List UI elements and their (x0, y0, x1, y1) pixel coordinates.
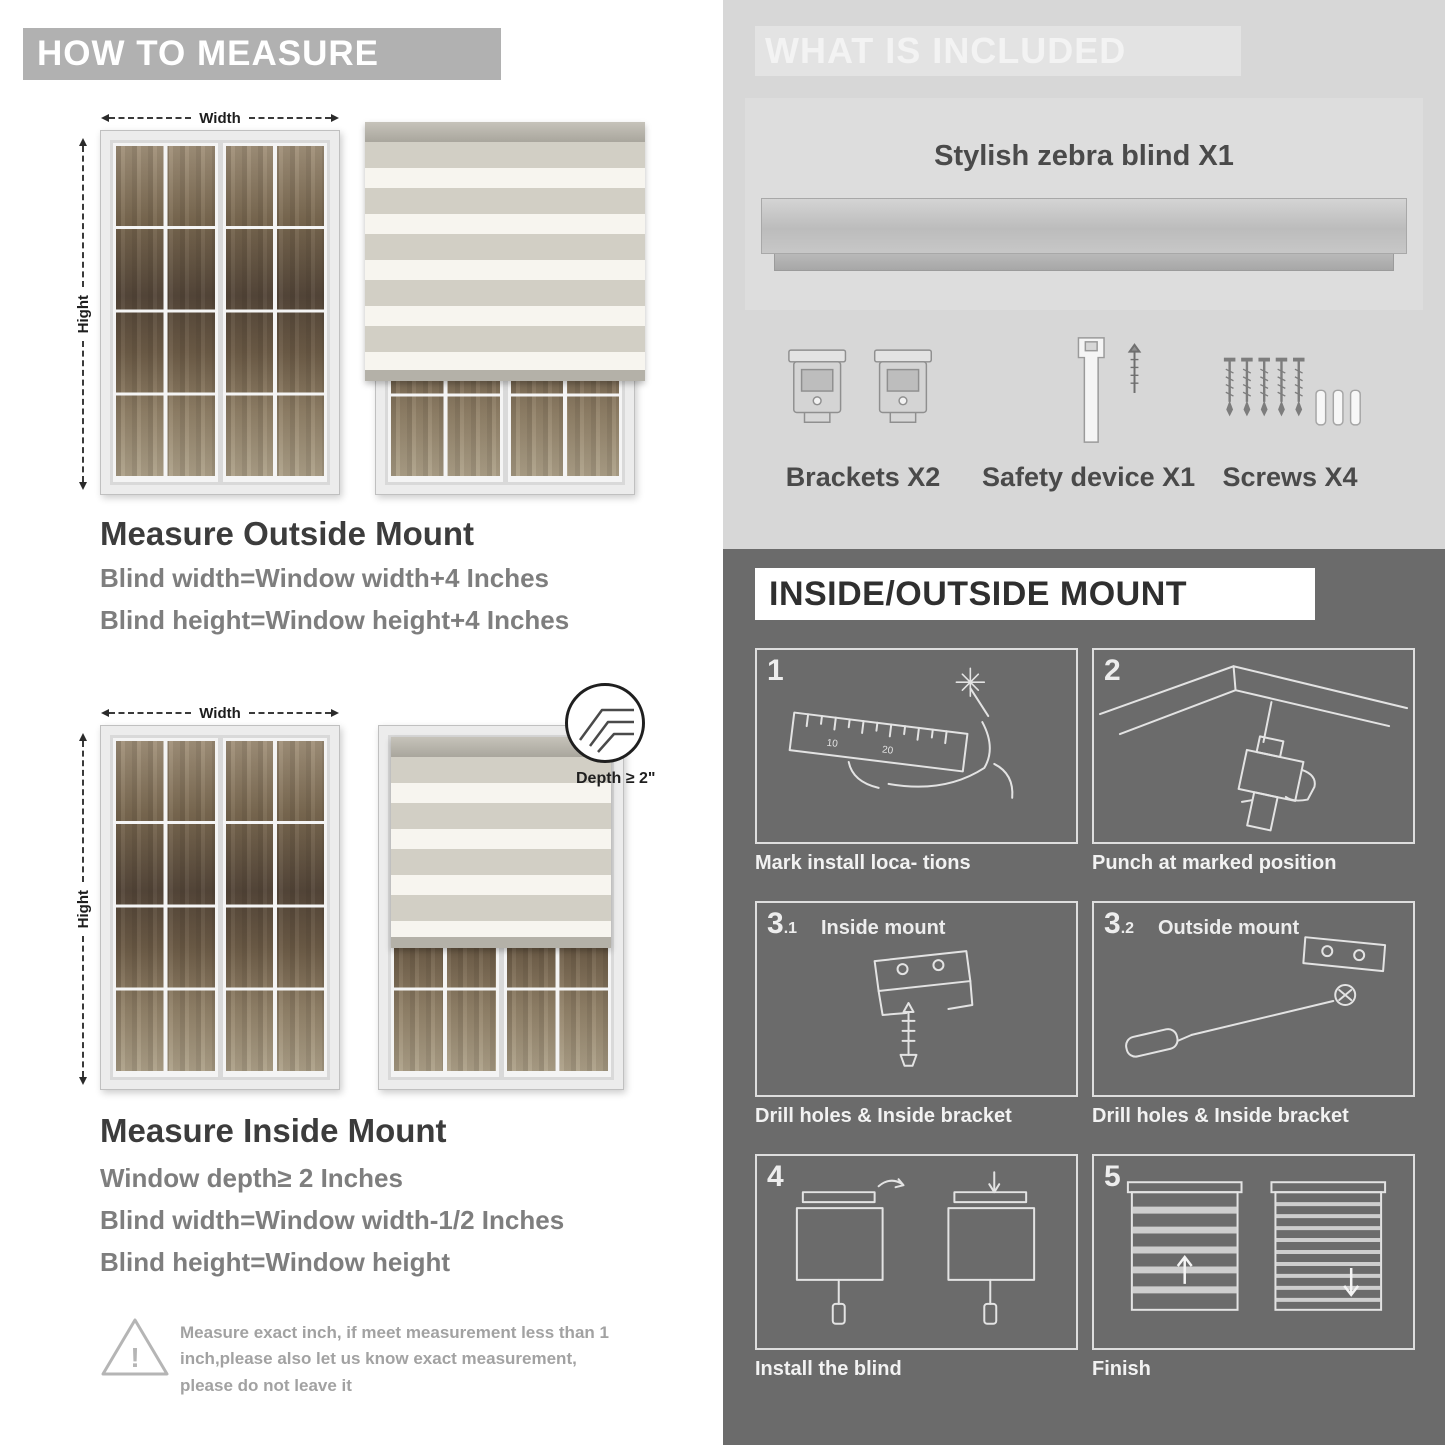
brackets-icon (785, 342, 941, 444)
inside-outside-mount-banner: INSIDE/OUTSIDE MOUNT (755, 568, 1315, 620)
step-outside-mount: 3.2 Outside mount (1092, 901, 1415, 1128)
arrow-left-icon (101, 114, 109, 122)
step-caption: Punch at marked position (1092, 852, 1337, 874)
step-caption: Drill holes & Inside bracket (1092, 1105, 1349, 1127)
depth-zoom-circle-icon (565, 683, 645, 763)
window-sash (222, 143, 327, 482)
blind-headrail (365, 122, 645, 142)
step-number: 4 (767, 1160, 784, 1193)
how-to-measure-banner: HOW TO MEASURE (23, 28, 501, 80)
zebra-blind-illustration (391, 737, 611, 948)
step-title: Inside mount (821, 917, 946, 939)
step-panel: 4 (755, 1154, 1078, 1350)
window-sash (113, 143, 218, 482)
arrow-right-icon (331, 709, 340, 717)
step-mark-locations: 1 10 20 (755, 648, 1078, 875)
height-label: Hight (74, 294, 92, 334)
step-caption: Mark install loca- tions (755, 852, 971, 874)
step-number: 1 (767, 654, 784, 687)
blind-fabric (391, 757, 611, 937)
outside-rule-width: Blind width=Window width+4 Inches (100, 563, 549, 593)
what-is-included-section: WHAT IS INCLUDED Stylish zebra blind X1 (723, 0, 1445, 549)
safety-device-label: Safety device X1 (982, 462, 1196, 492)
step-panel: 3.1 Inside mount (755, 901, 1078, 1097)
blind-bottom-rail (391, 937, 611, 948)
step-number: 2 (1104, 654, 1121, 687)
width-measure-arrow: Width (101, 704, 340, 722)
outside-bracket-illustration (1125, 936, 1387, 1058)
svg-text:!: ! (130, 1342, 139, 1373)
step-panel: 2 (1092, 648, 1415, 844)
width-label: Width (199, 704, 241, 722)
step-title: Outside mount (1158, 917, 1300, 939)
svg-text:20: 20 (881, 744, 894, 756)
step-finish: 5 Finish (1092, 1154, 1415, 1381)
step-install-blind: 4 (755, 1154, 1078, 1381)
width-label: Width (199, 109, 241, 127)
step-caption: Drill holes & Inside bracket (755, 1105, 1012, 1127)
inside-rule-height: Blind height=Window height (100, 1247, 450, 1277)
step-number: 3 (1104, 907, 1121, 940)
inside-mount-illustration (378, 725, 624, 1090)
finish-illustration (1126, 1181, 1387, 1311)
window-sash (222, 738, 327, 1077)
step-panel: 3.2 Outside mount (1092, 901, 1415, 1097)
window-sash (113, 738, 218, 1077)
window-photo-outside (100, 130, 340, 495)
warning-triangle-icon: ! (100, 1316, 170, 1380)
mark-locations-illustration: 10 20 (788, 667, 1014, 799)
height-measure-arrow: Hight (74, 733, 92, 1086)
height-measure-arrow: Hight (74, 138, 92, 491)
screws-icon (1213, 350, 1373, 446)
arrow-down-icon (79, 1077, 87, 1086)
step-number: 3 (767, 907, 784, 940)
step-caption: Finish (1092, 1358, 1151, 1380)
inside-rule-width: Blind width=Window width-1/2 Inches (100, 1205, 565, 1235)
zebra-blind-illustration (365, 122, 645, 381)
arrow-up-icon (79, 733, 87, 741)
outside-mount-illustration (365, 122, 645, 495)
depth-note: Depth ≥ 2" (576, 770, 656, 787)
width-measure-arrow: Width (101, 109, 340, 127)
inside-bracket-illustration (873, 950, 974, 1067)
arrow-down-icon (79, 482, 87, 491)
height-label: Hight (74, 889, 92, 929)
blind-headrail (391, 737, 611, 757)
drill-illustration (1098, 665, 1409, 832)
zebra-blind-headrail-illustration (761, 198, 1407, 271)
outside-rule-height: Blind height=Window height+4 Inches (100, 605, 570, 635)
brackets-label: Brackets X2 (785, 462, 941, 492)
window-photo-inside (100, 725, 340, 1090)
blind-bottom-rail (365, 370, 645, 381)
step-caption: Install the blind (755, 1358, 902, 1380)
product-title: Stylish zebra blind X1 (934, 140, 1234, 172)
install-blind-illustration (795, 1171, 1036, 1325)
step-number: 5 (1104, 1160, 1121, 1193)
safety-device-icon (1048, 332, 1163, 450)
arrow-up-icon (79, 138, 87, 146)
mount-steps-grid: 1 10 20 (755, 648, 1415, 1381)
step-punch-position: 2 (1092, 648, 1415, 875)
inside-rule-depth: Window depth≥ 2 Inches (100, 1163, 403, 1193)
step-panel: 5 (1092, 1154, 1415, 1350)
inside-mount-title: Measure Inside Mount (100, 1112, 447, 1149)
what-is-included-banner: WHAT IS INCLUDED (755, 26, 1241, 76)
screws-label: Screws X4 (1222, 462, 1358, 492)
arrow-right-icon (331, 114, 340, 122)
step-inside-mount: 3.1 Inside mount (755, 901, 1078, 1128)
mount-instructions-section: INSIDE/OUTSIDE MOUNT 1 (723, 549, 1445, 1445)
measurement-warning-text: Measure exact inch, if meet measurement … (180, 1323, 609, 1395)
step-panel: 1 10 20 (755, 648, 1078, 844)
svg-text:10: 10 (826, 738, 839, 750)
outside-mount-title: Measure Outside Mount (100, 515, 475, 552)
blind-fabric (365, 142, 645, 370)
arrow-left-icon (101, 709, 109, 717)
